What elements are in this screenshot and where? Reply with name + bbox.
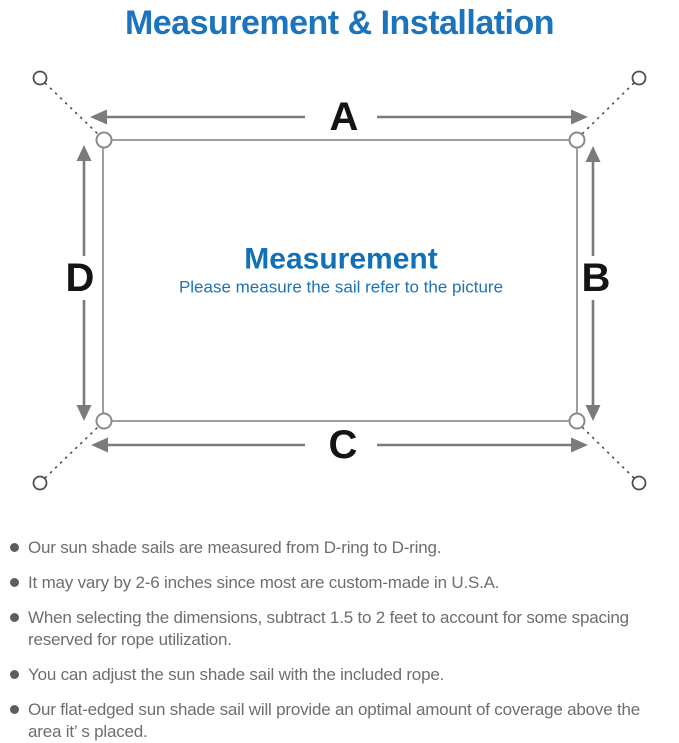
note-item: It may vary by 2-6 inches since most are… xyxy=(10,572,675,594)
note-item: You can adjust the sun shade sail with t… xyxy=(10,664,675,686)
note-text: It may vary by 2-6 inches since most are… xyxy=(28,573,500,592)
rope-dashed-line-bottom-right xyxy=(579,424,635,479)
dimension-arrow-c: C xyxy=(91,423,588,467)
arrowhead-down-icon xyxy=(585,405,601,421)
dimension-label-a: A xyxy=(330,95,359,139)
diagram-heading: Measurement xyxy=(244,243,437,276)
dimension-arrow-d: D xyxy=(66,145,95,421)
anchor-point-icon-bottom-right xyxy=(631,475,647,491)
dimension-label-b: B xyxy=(582,256,611,300)
bullet-dot-icon xyxy=(10,670,19,679)
bullet-dot-icon xyxy=(10,613,19,622)
arrowhead-left-icon xyxy=(90,109,107,125)
diagram-subtitle: Please measure the sail refer to the pic… xyxy=(179,278,503,297)
anchor-point-icon-top-right xyxy=(631,70,647,86)
d-ring-icon-top-right xyxy=(568,131,586,149)
arrowhead-up-icon xyxy=(76,145,92,161)
note-item: Our flat-edged sun shade sail will provi… xyxy=(10,699,675,743)
dimension-label-d: D xyxy=(66,256,95,300)
page-title: Measurement & Installation xyxy=(124,4,555,42)
d-ring-icon-bottom-right xyxy=(568,412,586,430)
anchor-point-icon-top-left xyxy=(32,70,48,86)
sail-outline xyxy=(102,139,578,422)
note-text: When selecting the dimensions, subtract … xyxy=(28,608,629,649)
note-item: When selecting the dimensions, subtract … xyxy=(10,607,675,651)
arrowhead-right-icon xyxy=(571,437,588,453)
rope-dashed-line-bottom-left xyxy=(44,424,101,479)
dimension-arrow-a: A xyxy=(90,95,588,139)
d-ring-icon-top-left xyxy=(95,131,113,149)
bullet-dot-icon xyxy=(10,578,19,587)
note-text: Our flat-edged sun shade sail will provi… xyxy=(28,700,641,741)
arrowhead-left-icon xyxy=(91,437,108,453)
arrowhead-up-icon xyxy=(585,146,601,162)
anchor-point-icon-bottom-left xyxy=(32,475,48,491)
rope-dashed-line-top-left xyxy=(44,82,101,137)
note-text: You can adjust the sun shade sail with t… xyxy=(28,665,445,684)
arrowhead-right-icon xyxy=(571,109,588,125)
note-item: Our sun shade sails are measured from D-… xyxy=(10,537,675,559)
dimension-arrow-b: B xyxy=(582,146,611,421)
arrowhead-down-icon xyxy=(76,405,92,421)
notes-list: Our sun shade sails are measured from D-… xyxy=(0,525,679,743)
rope-dashed-line-top-right xyxy=(579,82,635,137)
bullet-dot-icon xyxy=(10,705,19,714)
dimension-label-c: C xyxy=(329,423,358,467)
note-text: Our sun shade sails are measured from D-… xyxy=(28,538,442,557)
d-ring-icon-bottom-left xyxy=(95,412,113,430)
measurement-diagram: A C D B Measurement Please measure the s… xyxy=(32,70,647,491)
bullet-dot-icon xyxy=(10,543,19,552)
